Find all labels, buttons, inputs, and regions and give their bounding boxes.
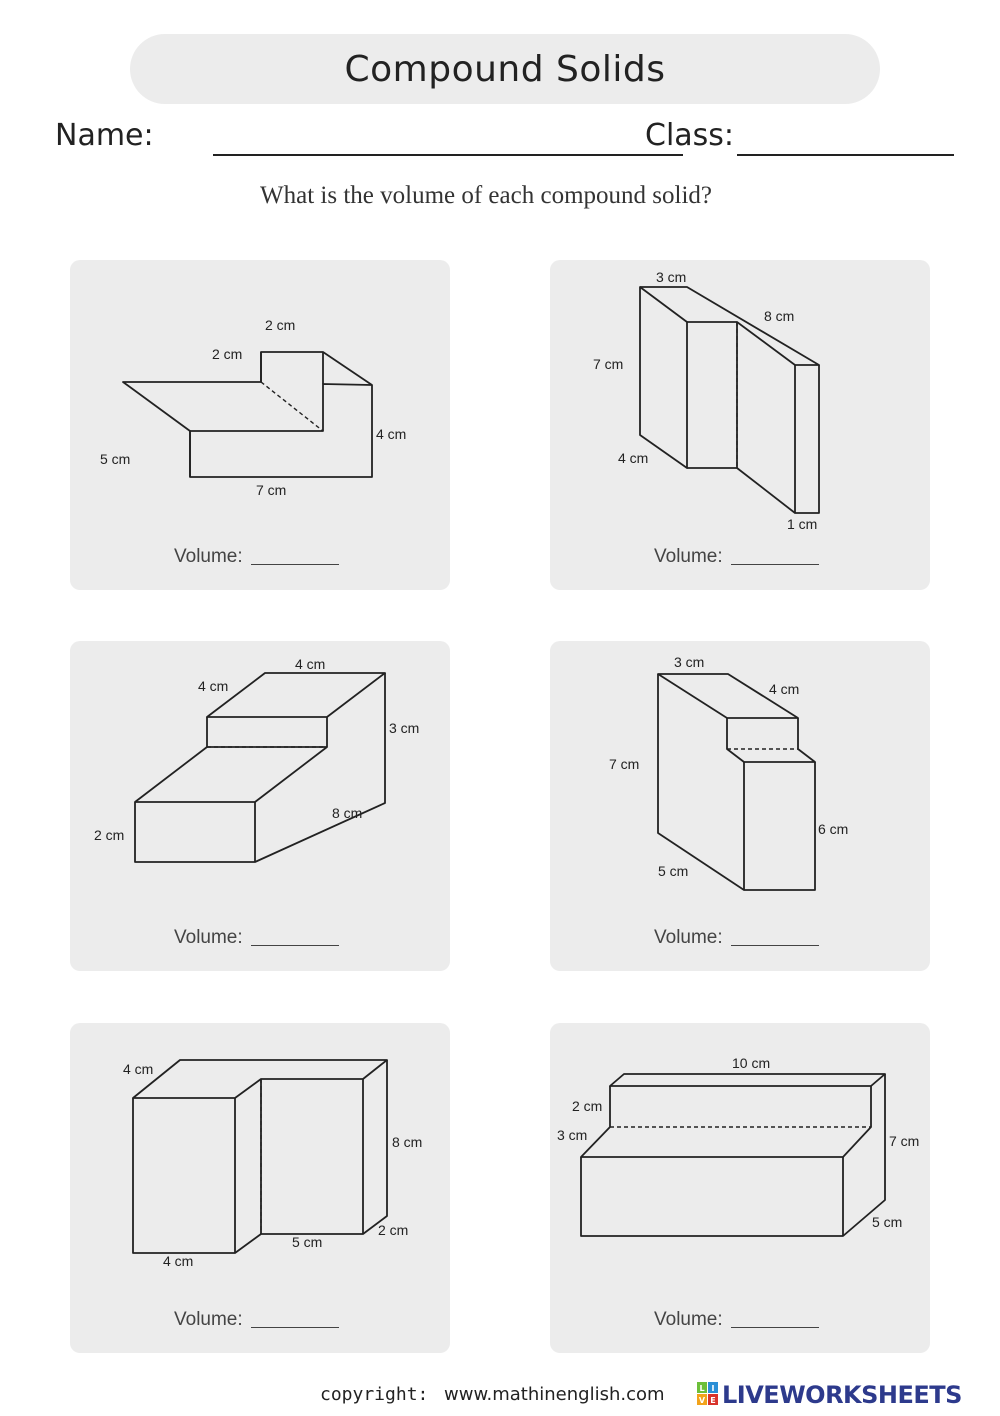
liveworksheets-brand: LIVEWORKSHEETS — [722, 1381, 962, 1409]
dim-label: 7 cm — [593, 356, 623, 372]
logo-letter: L — [699, 1384, 704, 1393]
dim-label: 3 cm — [389, 720, 419, 736]
name-label: Name: — [55, 118, 154, 153]
class-label: Class: — [645, 118, 735, 153]
dim-label: 2 cm — [572, 1098, 602, 1114]
dim-label: 7 cm — [889, 1133, 919, 1149]
dim-label: 2 cm — [265, 317, 295, 333]
dim-label: 2 cm — [94, 827, 124, 843]
title-banner: Compound Solids — [130, 34, 880, 104]
dim-label: 3 cm — [656, 269, 686, 285]
problem-card-5: 4 cm 8 cm 2 cm 5 cm 4 cm Volume: — [70, 1023, 450, 1353]
volume-label: Volume: — [174, 1309, 243, 1330]
volume-label: Volume: — [654, 546, 723, 567]
dim-label: 5 cm — [872, 1214, 902, 1230]
problem-card-3: 4 cm 4 cm 3 cm 8 cm 2 cm Volume: — [70, 641, 450, 971]
dim-label: 4 cm — [376, 426, 406, 442]
volume-label: Volume: — [174, 546, 243, 567]
problem-card-2: 3 cm 8 cm 7 cm 4 cm 1 cm Volume: — [550, 260, 930, 590]
copyright-label: copyright: — [320, 1384, 429, 1405]
dim-label: 3 cm — [674, 654, 704, 670]
volume-answer-1: Volume: — [174, 546, 339, 568]
dim-label: 5 cm — [100, 451, 130, 467]
volume-label: Volume: — [174, 927, 243, 948]
dim-label: 2 cm — [212, 346, 242, 362]
volume-label: Volume: — [654, 1309, 723, 1330]
dim-label: 3 cm — [557, 1127, 587, 1143]
volume-answer-3: Volume: — [174, 927, 339, 949]
volume-blank[interactable] — [250, 945, 339, 946]
dim-label: 4 cm — [198, 678, 228, 694]
dim-label: 2 cm — [378, 1222, 408, 1238]
website-link[interactable]: www.mathinenglish.com — [444, 1384, 665, 1405]
solid-diagram-6: 10 cm 2 cm 3 cm 7 cm 5 cm — [557, 1055, 919, 1237]
solid-diagram-5: 4 cm 8 cm 2 cm 5 cm 4 cm — [123, 1059, 422, 1269]
dim-label: 4 cm — [123, 1061, 153, 1077]
name-class-row: Name: Class: — [55, 118, 955, 158]
logo-letter: V — [699, 1396, 706, 1405]
dim-label: 8 cm — [332, 805, 362, 821]
dim-label: 7 cm — [609, 756, 639, 772]
volume-blank[interactable] — [250, 564, 339, 565]
dim-label: 4 cm — [618, 450, 648, 466]
dim-label: 8 cm — [764, 308, 794, 324]
volume-answer-5: Volume: — [174, 1309, 339, 1331]
name-blank[interactable] — [213, 154, 683, 156]
instruction: What is the volume of each compound soli… — [260, 182, 712, 209]
problem-card-4: 3 cm 4 cm 7 cm 6 cm 5 cm Volume: — [550, 641, 930, 971]
class-blank[interactable] — [737, 154, 954, 156]
dim-label: 10 cm — [732, 1055, 770, 1071]
dim-label: 4 cm — [163, 1253, 193, 1269]
solid-diagram-4: 3 cm 4 cm 7 cm 6 cm 5 cm — [609, 654, 848, 891]
problem-card-6: 10 cm 2 cm 3 cm 7 cm 5 cm Volume: — [550, 1023, 930, 1353]
volume-blank[interactable] — [730, 564, 819, 565]
volume-label: Volume: — [654, 927, 723, 948]
dim-label: 5 cm — [292, 1234, 322, 1250]
dim-label: 8 cm — [392, 1134, 422, 1150]
volume-blank[interactable] — [730, 1327, 819, 1328]
volume-blank[interactable] — [250, 1327, 339, 1328]
page-title: Compound Solids — [344, 48, 666, 90]
dim-label: 7 cm — [256, 482, 286, 498]
problem-card-1: 2 cm 2 cm 4 cm 5 cm 7 cm Volume: — [70, 260, 450, 590]
solid-diagram-1: 2 cm 2 cm 4 cm 5 cm 7 cm — [100, 317, 406, 498]
volume-answer-2: Volume: — [654, 546, 819, 568]
footer: copyright: www.mathinenglish.com L I V E… — [0, 1381, 1000, 1412]
dim-label: 4 cm — [295, 656, 325, 672]
volume-blank[interactable] — [730, 945, 819, 946]
dim-label: 1 cm — [787, 516, 817, 532]
dim-label: 4 cm — [769, 681, 799, 697]
logo-letter: I — [712, 1384, 715, 1393]
liveworksheets-logo-icon: L I V E — [697, 1382, 718, 1405]
solid-diagram-3: 4 cm 4 cm 3 cm 8 cm 2 cm — [94, 656, 419, 863]
solid-diagram-2: 3 cm 8 cm 7 cm 4 cm 1 cm — [593, 269, 820, 532]
dim-label: 6 cm — [818, 821, 848, 837]
logo-letter: E — [710, 1396, 715, 1405]
volume-answer-4: Volume: — [654, 927, 819, 949]
dim-label: 5 cm — [658, 863, 688, 879]
volume-answer-6: Volume: — [654, 1309, 819, 1331]
